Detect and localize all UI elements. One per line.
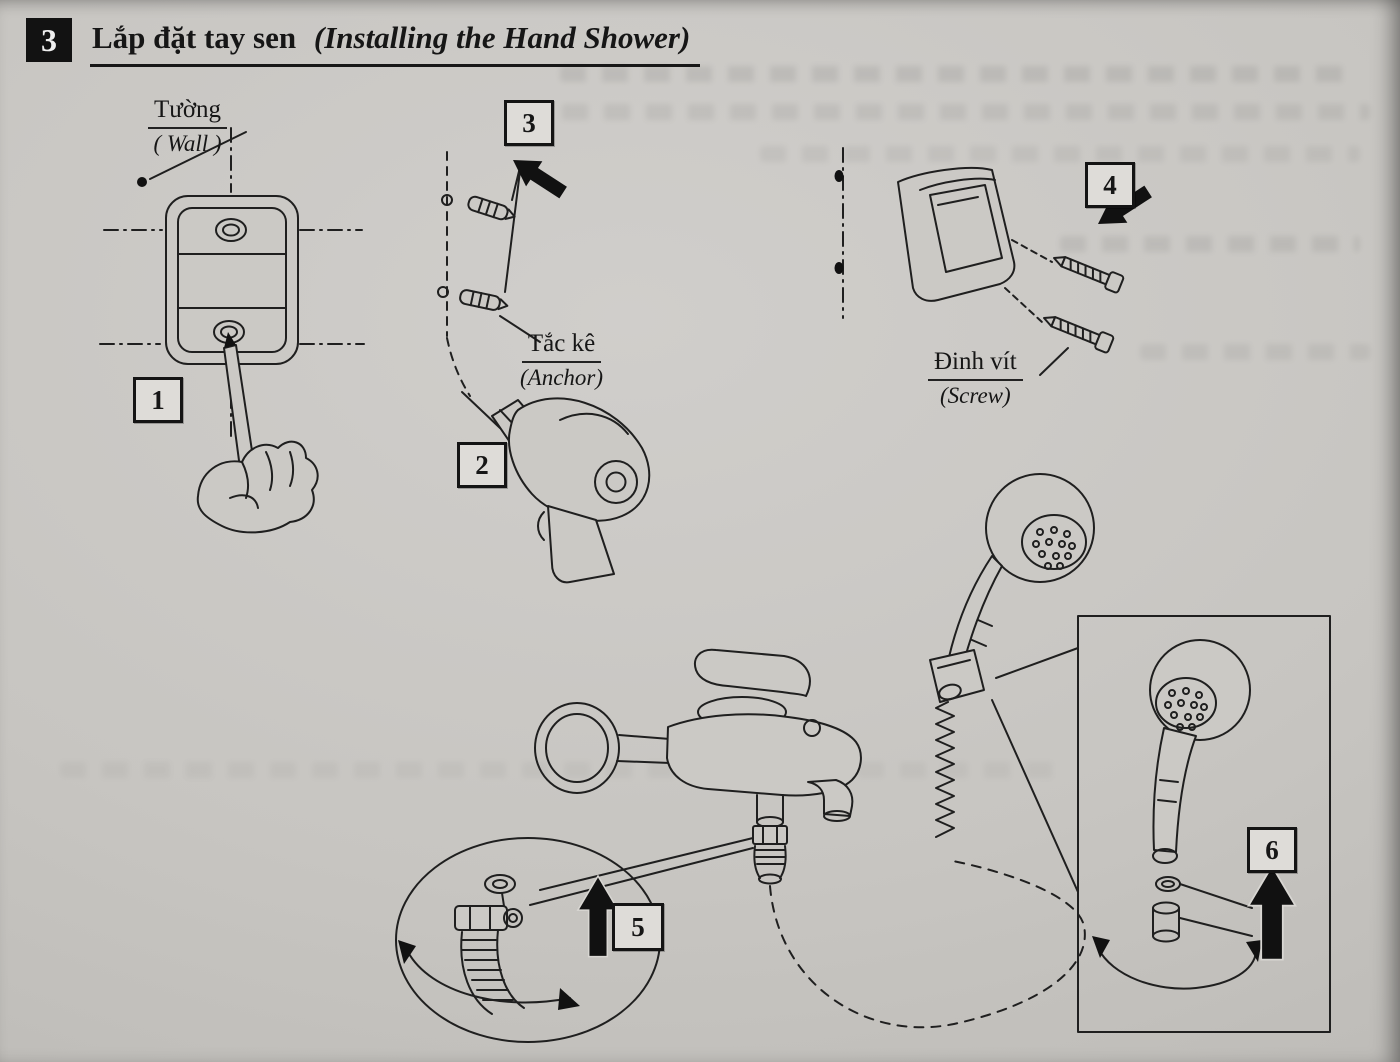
anchor-drawing [467,195,516,221]
section-number: 3 [41,21,57,58]
section-number-badge: 3 [26,18,72,62]
step-6-badge: 6 [1247,827,1297,873]
wall-crosshair-guides [99,127,365,437]
wall-label-en: ( Wall ) [153,130,222,156]
faucet-mixer-drawing [534,648,862,885]
wall-point-dot [137,177,147,187]
drill-drawing [461,391,651,584]
page-title-english: (Installing the Hand Shower) [313,20,691,55]
ghost-text-artifact [560,66,1350,82]
page-title-vietnamese: Lắp đặt tay sen [92,20,297,55]
hand-shower-drawing [929,473,1095,838]
step-3-badge: 3 [504,100,554,146]
rotate-arrow-arc [407,951,571,1004]
inset-detail-box [1077,615,1331,1033]
screw-label-en: (Screw) [939,382,1011,408]
step-4-badge: 4 [1085,162,1135,208]
rotate-arrowhead-icon [558,988,580,1010]
anchor-drawing [459,289,509,311]
ghost-text-artifact [760,146,1360,162]
ghost-text-artifact [1060,236,1360,252]
step-1-badge: 1 [133,377,183,423]
rotate-arrowhead-icon [1246,940,1262,962]
step-5-number: 5 [631,911,645,942]
ghost-text-artifact [1140,344,1370,360]
wall-label-vi: Tường [148,96,228,129]
coiled-hose [935,701,955,838]
step-3-number: 3 [522,107,536,138]
page-title: Lắp đặt tay sen (Installing the Hand Sho… [90,18,701,67]
spray-face-dots [1032,526,1076,570]
rotate-arrowhead-icon [398,940,416,964]
hand-with-marker-drawing [196,332,319,534]
section-header: 3 Lắp đặt tay sen (Installing the Hand S… [26,18,701,67]
step-5-badge: 5 [612,903,664,951]
marking-dot [834,262,844,274]
step-2-number: 2 [475,449,489,480]
step-6-number: 6 [1265,834,1279,865]
detail-leader-lines [529,837,754,906]
step6-up-arrow-icon [1247,864,1297,961]
rotate-arrowhead-icon [1092,936,1110,958]
screw-drawing [1053,256,1125,294]
step-2-badge: 2 [457,442,507,488]
rotate-arrow-arc [1097,947,1257,990]
shower-hose-path [769,859,1086,1029]
screw-label: Đinh vít (Screw) [928,348,1023,409]
wall-label: Tường ( Wall ) [148,96,228,157]
inset-leader-lines [991,647,1079,893]
screw-drawing [1043,316,1115,354]
spray-face-dots [1164,687,1208,731]
anchor-label-en: (Anchor) [520,364,604,390]
anchor-label: Tắc kê (Anchor) [520,330,603,391]
step-1-number: 1 [151,384,165,415]
shower-holder-bracket-drawing [897,166,1016,302]
anchor-label-vi: Tắc kê [521,330,602,363]
holder-guides [834,147,1069,376]
step-4-number: 4 [1103,169,1117,200]
screw-label-vi: Đinh vít [928,348,1023,381]
ghost-text-artifact [520,104,1370,120]
step3-direction-arrow-icon [513,160,567,199]
marking-dot [834,170,844,182]
